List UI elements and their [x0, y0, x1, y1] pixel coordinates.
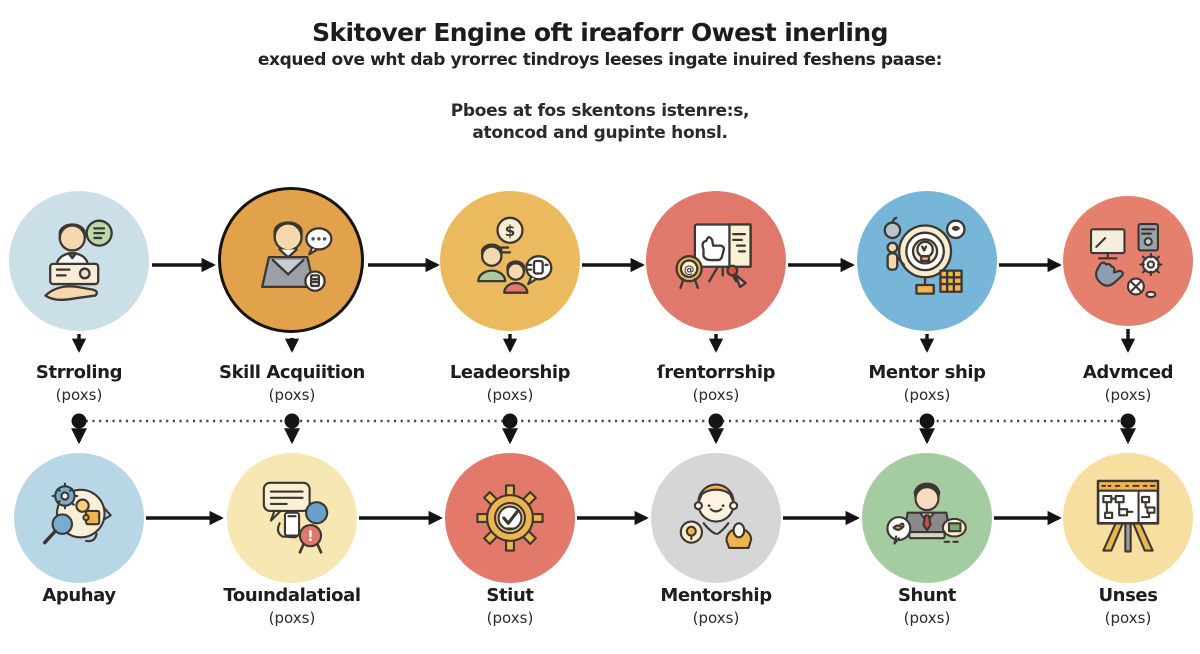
stage-sublabel: (poxs) [55, 386, 103, 404]
stage-sublabel: (poxs) [1104, 386, 1152, 404]
flowchart-easel-icon [1096, 479, 1160, 553]
stage-label: Leadeorship [449, 362, 571, 383]
mind-gears-icon [42, 482, 112, 545]
stage-node-mentorship [651, 453, 781, 583]
team-dollar-icon: $ [477, 216, 553, 294]
stage-label: Shunt [897, 585, 956, 606]
stage-label: Advmced [1082, 362, 1174, 383]
svg-text:@: @ [684, 264, 695, 276]
businessman-desk-icon [886, 482, 967, 545]
svg-text:!: ! [307, 529, 313, 545]
stage-node-skill-acquiition [218, 187, 364, 333]
stage-node-frentorrship: @ [646, 191, 786, 331]
intro-line-2: atoncod and gupinte honsl. [472, 123, 728, 143]
stage-sublabel: (poxs) [692, 386, 740, 404]
presentation-award-icon: @ [675, 223, 752, 290]
stage-label: Unses [1098, 585, 1158, 606]
page-title: Skitover Engine oft ireaforr Owest inerl… [312, 18, 888, 47]
stage-label: Touındalatioal [223, 585, 361, 606]
stage-node-unses [1063, 453, 1193, 583]
stage-sublabel: (poxs) [1104, 609, 1152, 627]
intro-line-1: Pboes at fos skentons istenre:s, [450, 101, 750, 121]
stage-node-shunt [862, 453, 992, 583]
person-laptop-icon [261, 221, 333, 292]
stage-sublabel: (poxs) [268, 609, 316, 627]
timeline-dot [71, 413, 87, 429]
stage-node-leadeorship: $ [440, 191, 580, 331]
stage-sublabel: (poxs) [903, 609, 951, 627]
gear-check-icon [476, 484, 544, 552]
stage-label: ſrentorrship [656, 362, 776, 383]
stage-sublabel: (poxs) [486, 386, 534, 404]
support-handoff-icon [44, 219, 113, 301]
stage-sublabel: (poxs) [486, 609, 534, 627]
stage-label: Strroling [35, 362, 123, 383]
stage-node-strroling [9, 191, 149, 331]
stage-node-touindalatioal: ! [227, 453, 357, 583]
stage-sublabel: (poxs) [692, 609, 740, 627]
stage-label: Apuhay [42, 585, 116, 606]
stage-node-mentor-ship [857, 191, 997, 331]
workstation-tools-icon [1089, 222, 1163, 299]
chat-feedback-icon: ! [262, 481, 329, 554]
timeline-dot [502, 413, 518, 429]
timeline-dot [1120, 413, 1136, 429]
idea-target-icon [883, 216, 966, 295]
svg-text:$: $ [505, 222, 516, 240]
stage-label: Mentorship [660, 585, 772, 606]
stage-sublabel: (poxs) [268, 386, 316, 404]
stage-node-advmced [1063, 196, 1193, 326]
stage-node-stiut [445, 453, 575, 583]
stage-sublabel: (poxs) [903, 386, 951, 404]
page-subtitle: exqued ove wht dab yrorrec tindroys lees… [257, 50, 943, 70]
child-figures-icon [679, 483, 753, 549]
timeline-dot [284, 413, 300, 429]
stage-label: Stiut [486, 585, 534, 606]
stage-label: Skill Acquiition [219, 362, 365, 383]
timeline-dot [708, 413, 724, 429]
stage-label: Mentor ship [868, 362, 986, 383]
stage-node-apuhay [14, 453, 144, 583]
timeline-dot [919, 413, 935, 429]
